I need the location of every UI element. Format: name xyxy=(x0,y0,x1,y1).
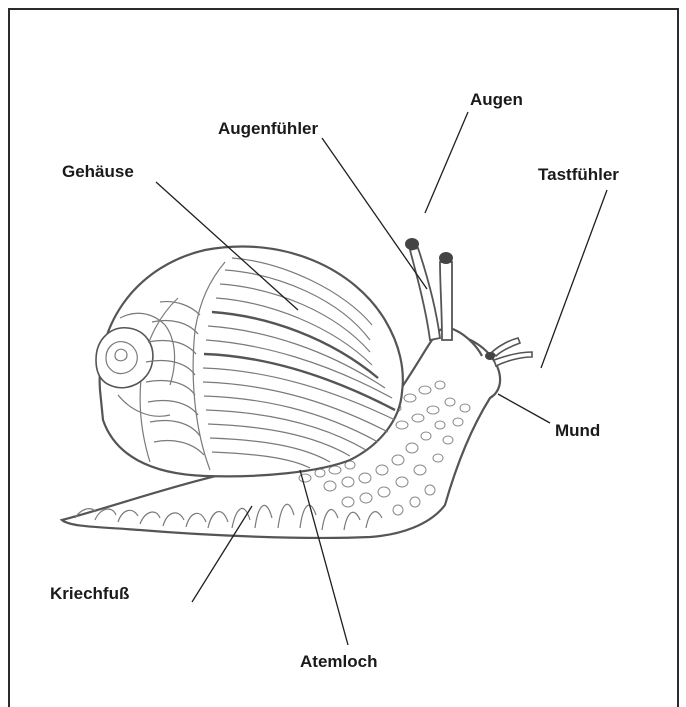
label-tastfuehler: Tastfühler xyxy=(538,165,619,184)
mouth-spot xyxy=(485,352,495,360)
leader-augenfuehler xyxy=(322,138,427,289)
leader-mund xyxy=(498,394,550,423)
label-atemloch: Atemloch xyxy=(300,652,377,671)
eye-left xyxy=(405,238,419,250)
shell xyxy=(96,246,403,476)
label-kriechfuss: Kriechfuß xyxy=(50,584,129,603)
eye-tentacles xyxy=(405,238,453,340)
label-augen: Augen xyxy=(470,90,523,109)
eye-right xyxy=(439,252,453,264)
leader-augen xyxy=(425,112,468,213)
label-augenfuehler: Augenfühler xyxy=(218,119,318,138)
leader-tastfuehler xyxy=(541,190,607,368)
label-gehaeuse: Gehäuse xyxy=(62,162,134,181)
label-mund: Mund xyxy=(555,421,600,440)
